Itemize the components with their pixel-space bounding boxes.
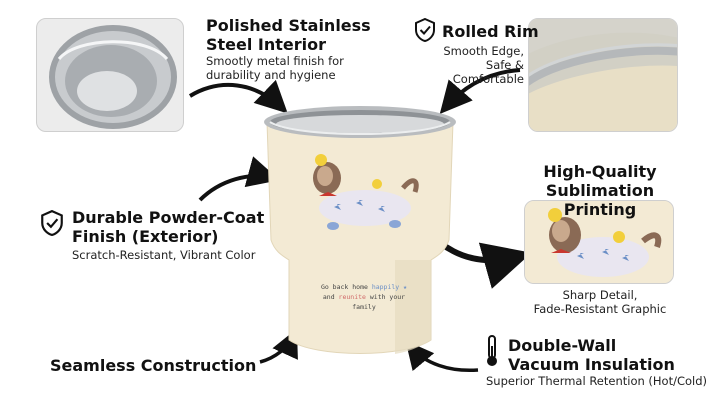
shield-check-icon xyxy=(40,209,64,240)
mug-illustration xyxy=(264,106,456,354)
callout-seamless-title: Seamless Construction xyxy=(50,356,257,375)
shield-check-icon xyxy=(414,17,436,46)
callout-finish-sub: Scratch-Resistant, Vibrant Color xyxy=(72,248,256,262)
callout-rim-sub: Smooth Edge, Safe & Comfortable xyxy=(443,44,524,86)
callout-printing-title: High-Quality Sublimation Printing xyxy=(543,162,657,219)
callout-printing-sub: Sharp Detail, Fade-Resistant Graphic xyxy=(533,288,667,316)
mug-print-text: Go back home happily ★ and reunite with … xyxy=(314,282,414,312)
callout-rim-title: Rolled Rim xyxy=(442,22,539,41)
callout-insulation-title: Double-Wall Vacuum Insulation xyxy=(508,336,675,374)
callout-interior-title: Polished Stainless Steel Interior xyxy=(206,16,371,54)
inset-rim-photo xyxy=(528,18,678,132)
callout-interior-sub: Smootly metal finish for durability and … xyxy=(206,54,344,82)
callout-insulation-sub: Superior Thermal Retention (Hot/Cold) xyxy=(486,374,708,388)
inset-print-photo xyxy=(524,200,674,284)
thermometer-icon xyxy=(484,334,500,372)
mug-print-line-2: and reunite with your family xyxy=(322,293,406,311)
callout-finish-title: Durable Powder-Coat Finish (Exterior) xyxy=(72,208,265,246)
mug-print-line-1: Go back home happily ★ xyxy=(320,283,408,291)
inset-interior-photo xyxy=(36,18,184,132)
